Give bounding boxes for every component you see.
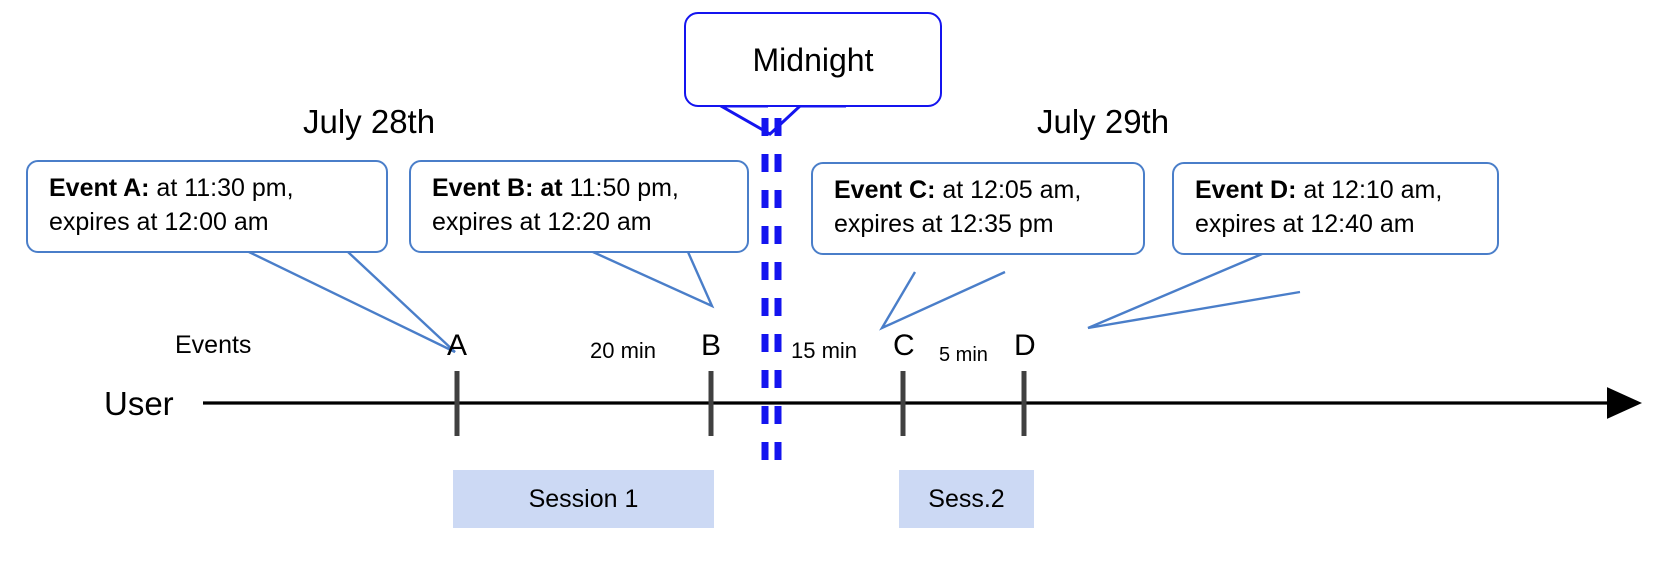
event-a-leader: [248, 250, 456, 354]
event-c-line1: Event C: at 12:05 am,: [834, 173, 1143, 207]
session-1-label: Session 1: [528, 484, 639, 513]
gap-label-bc-text: 15 min: [791, 338, 858, 363]
gap-label-ab-text: 20 min: [590, 338, 657, 363]
user-row-label-text: User: [104, 385, 174, 422]
midnight-callout-tail: [767, 105, 770, 140]
event-a-line2: expires at 12:00 am: [49, 208, 269, 236]
event-d-line1: Event D: at 12:10 am,: [1195, 173, 1497, 207]
events-row-label-text: Events: [175, 331, 252, 359]
tick-label-d-text: D: [1014, 329, 1036, 362]
event-c-callout: Event C: at 12:05 am, expires at 12:35 p…: [811, 162, 1145, 255]
date-left-text: July 28th: [303, 103, 436, 140]
event-a-callout: Event A: at 11:30 pm, expires at 12:00 a…: [26, 160, 388, 253]
event-b-line2: expires at 12:20 am: [432, 208, 652, 236]
tick-label-b: B: [701, 329, 721, 363]
midnight-callout: Midnight: [684, 12, 942, 107]
session-2-label: Sess.2: [928, 484, 1005, 513]
gap-label-ab: 20 min: [590, 338, 656, 364]
event-b-callout: Event B: at 11:50 pm, expires at 12:20 a…: [409, 160, 749, 253]
tick-label-c-text: C: [893, 329, 915, 362]
event-a-rest: at 11:30 pm,: [149, 174, 294, 202]
event-b-line1: Event B: at 11:50 pm,: [432, 171, 747, 205]
event-b-leader: [592, 250, 715, 309]
session-2-bar: Sess.2: [899, 470, 1034, 528]
gap-label-bc: 15 min: [791, 338, 857, 364]
tick-label-b-text: B: [701, 329, 722, 362]
event-b-bold: Event B: at: [432, 174, 563, 202]
event-c-line2: expires at 12:35 pm: [834, 210, 1054, 238]
tick-label-a-text: A: [447, 329, 468, 362]
event-b-rest: 11:50 pm,: [562, 174, 679, 202]
midnight-tail-path: [715, 104, 846, 136]
tick-label-d: D: [1014, 329, 1036, 363]
event-d-leader: [1087, 252, 1301, 330]
event-c-bold: Event C:: [834, 176, 936, 204]
date-label-right: July 29th: [1037, 103, 1169, 141]
event-d-bold: Event D:: [1195, 176, 1297, 204]
midnight-label: Midnight: [752, 41, 874, 78]
events-row-label: Events: [175, 331, 251, 360]
date-right-text: July 29th: [1037, 103, 1170, 140]
event-c-rest: at 12:05 am,: [935, 176, 1082, 204]
event-d-callout: Event D: at 12:10 am, expires at 12:40 a…: [1172, 162, 1499, 255]
event-d-rest: at 12:10 am,: [1296, 176, 1443, 204]
event-c-leader: [879, 270, 1006, 331]
session-1-bar: Session 1: [453, 470, 714, 528]
event-a-bold: Event A:: [49, 174, 150, 202]
gap-label-cd-text: 5 min: [939, 344, 988, 366]
event-d-line2: expires at 12:40 am: [1195, 210, 1415, 238]
tick-label-c: C: [893, 329, 915, 363]
date-label-left: July 28th: [303, 103, 435, 141]
tick-label-a: A: [447, 329, 467, 363]
event-a-line1: Event A: at 11:30 pm,: [49, 171, 386, 205]
gap-label-cd: 5 min: [939, 344, 988, 367]
user-row-label: User: [104, 385, 174, 423]
